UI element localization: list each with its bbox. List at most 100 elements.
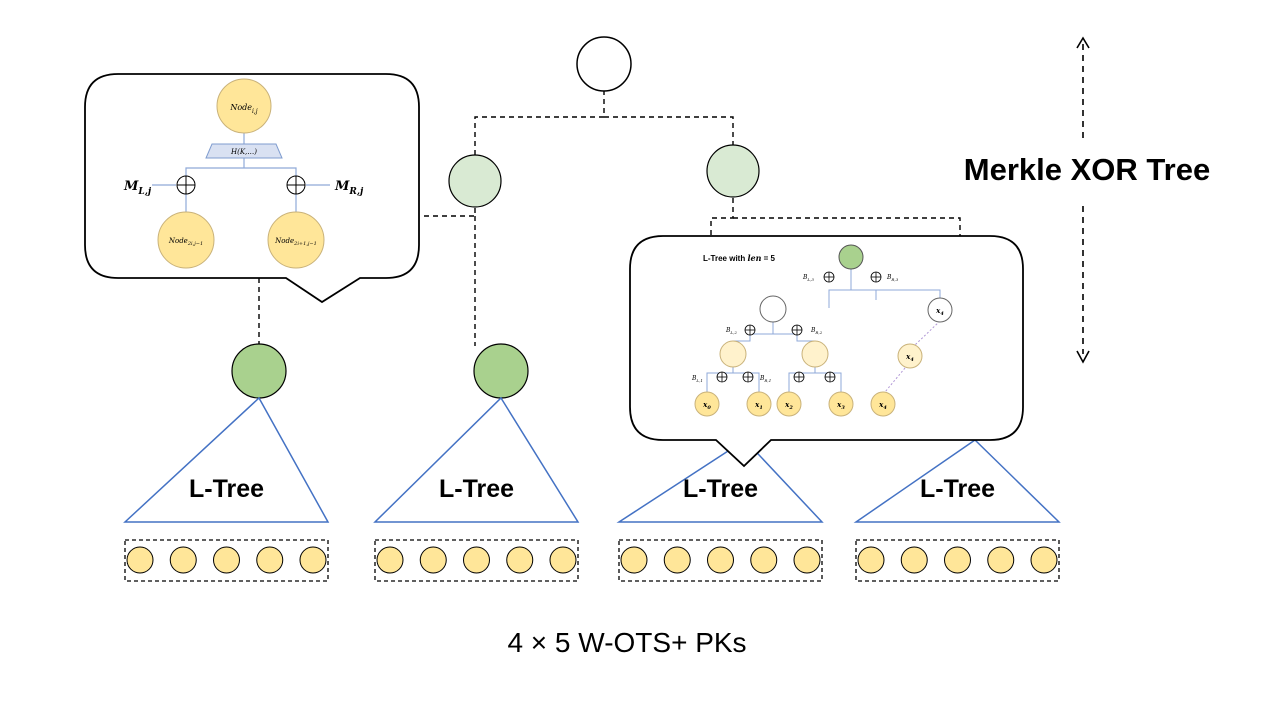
- svg-text:Nodei,j: Nodei,j: [229, 103, 257, 115]
- ltree-detail-carried-level3: [927, 297, 953, 323]
- ltree-1: L-Tree: [123, 396, 330, 582]
- svg-text:x4: x4: [905, 352, 914, 363]
- wots-pk-node: [213, 546, 240, 574]
- ltree-detail-level2-left: [719, 340, 747, 368]
- xor-icon: [176, 175, 196, 195]
- ltree-triangle: [123, 396, 330, 523]
- ltree-leaf-0: x0: [694, 391, 720, 417]
- mask-r3: B: [886, 274, 892, 281]
- xor-icon: [742, 371, 754, 383]
- carried-label-2: x: [905, 352, 911, 361]
- xor-icon: [793, 371, 805, 383]
- leaf-sub: 0: [707, 405, 711, 411]
- leaf-sub: 1: [759, 405, 762, 411]
- carried-sub-3: 4: [940, 311, 944, 317]
- leaf-label: x: [878, 400, 884, 409]
- wots-pk-node: [169, 546, 197, 574]
- xor-icon: [716, 371, 728, 383]
- child-right-label: Node: [274, 237, 294, 245]
- mask-r2: B: [810, 327, 816, 334]
- merkle-internal-node-right: [706, 144, 760, 198]
- xor-icon: [824, 371, 836, 383]
- wots-pk-node: [857, 546, 885, 574]
- wots-pk-node: [299, 546, 327, 574]
- callout-child-node-left: [157, 211, 215, 269]
- wots-pk-node: [900, 546, 928, 574]
- svg-text:BR,1: BR,1: [759, 375, 771, 383]
- ltree-caption-prefix: L-Tree with: [703, 254, 747, 263]
- ltree-4: L-Tree: [853, 439, 1061, 582]
- wots-pk-node: [549, 546, 577, 574]
- ltree-xor-group: [716, 271, 882, 383]
- svg-text:MR,j: MR,j: [334, 179, 364, 197]
- svg-text:L-Tree with len = 5: L-Tree with len = 5: [703, 253, 776, 263]
- ltree-root-node-1: [231, 343, 287, 399]
- ltree-caption-var: len: [747, 253, 761, 263]
- mask-l2-sub: L,2: [729, 330, 737, 335]
- ltree-detail-level3-left: [759, 295, 787, 323]
- svg-text:ML,j: ML,j: [123, 179, 152, 197]
- mask-right-sub: R,j: [348, 187, 364, 197]
- hash-box: [205, 143, 283, 159]
- wots-pk-node: [944, 546, 971, 574]
- ltree-root-node-2: [473, 343, 529, 399]
- ltree-3: L-Tree: [616, 439, 824, 582]
- mask-l1-sub: L,1: [695, 378, 702, 383]
- wots-pk-node: [126, 546, 154, 574]
- ltree-triangle: [853, 439, 1061, 523]
- svg-text:x1: x1: [754, 400, 763, 411]
- carried-label-3: x: [935, 306, 941, 315]
- svg-text:BL,1: BL,1: [691, 375, 703, 383]
- leaf-label: x: [836, 400, 842, 409]
- callout-child-node-right: [267, 211, 325, 269]
- ltree-label: L-Tree: [439, 475, 514, 503]
- callout-merkle-node-detail: Nodei,j H(K,…) ML,j MR,j Node2i,j−1 Node…: [84, 73, 420, 304]
- mask-r1: B: [759, 375, 765, 382]
- svg-text:x2: x2: [784, 400, 793, 411]
- diagram-title: Merkle XOR Tree: [964, 152, 1210, 187]
- xor-icon: [744, 324, 756, 336]
- wots-pk-node: [707, 546, 734, 574]
- footer-text: 4 × 5 W-OTS+ PKs: [507, 627, 746, 658]
- wots-pk-node: [663, 546, 691, 574]
- wots-pk-node: [419, 546, 447, 574]
- height-arrow: [1076, 36, 1090, 364]
- ltree-leaf-1: x1: [746, 391, 772, 417]
- mask-l1: B: [691, 375, 697, 382]
- leaf-label: x: [702, 400, 708, 409]
- svg-text:4 × 5 W-OTS+ PKs: 4 × 5 W-OTS+ PKs: [507, 627, 746, 658]
- mask-right-label: M: [334, 179, 350, 194]
- ltree-leaf-4: x4: [870, 391, 896, 417]
- wots-pk-node: [620, 546, 648, 574]
- ltree-triangle: [616, 439, 824, 523]
- mask-r3-sub: R,3: [890, 277, 898, 282]
- ltree-leaf-3: x3: [828, 391, 854, 417]
- svg-text:BR,2: BR,2: [810, 327, 823, 335]
- ltree-detail-root: [838, 244, 864, 270]
- ltree-label: L-Tree: [189, 475, 264, 503]
- wots-pk-node: [1030, 546, 1058, 574]
- hash-label: H(K,…): [230, 148, 257, 156]
- callout-parent-node: [216, 78, 272, 134]
- xor-icon: [870, 271, 882, 283]
- mask-l3-sub: L,3: [806, 277, 814, 282]
- carried-sub-2: 4: [910, 357, 914, 363]
- wots-pk-node: [750, 546, 778, 574]
- parent-node-label: Node: [229, 103, 252, 112]
- svg-text:BL,3: BL,3: [802, 274, 814, 282]
- xor-icon: [791, 324, 803, 336]
- svg-text:Node2i+1,j−1: Node2i+1,j−1: [274, 237, 317, 247]
- svg-text:x3: x3: [836, 400, 845, 411]
- ltree-label: L-Tree: [920, 475, 995, 503]
- wots-pk-node: [463, 546, 490, 574]
- ltree-2: L-Tree: [373, 396, 580, 582]
- ltree-group: L-Tree L-Tree L-Tree L-Tree: [123, 396, 1061, 582]
- leaf-sub: 4: [883, 405, 887, 411]
- mask-r2-sub: R,2: [814, 330, 822, 335]
- mask-left-label: M: [123, 179, 139, 194]
- svg-text:BL,2: BL,2: [725, 327, 737, 335]
- svg-text:x4: x4: [935, 306, 944, 317]
